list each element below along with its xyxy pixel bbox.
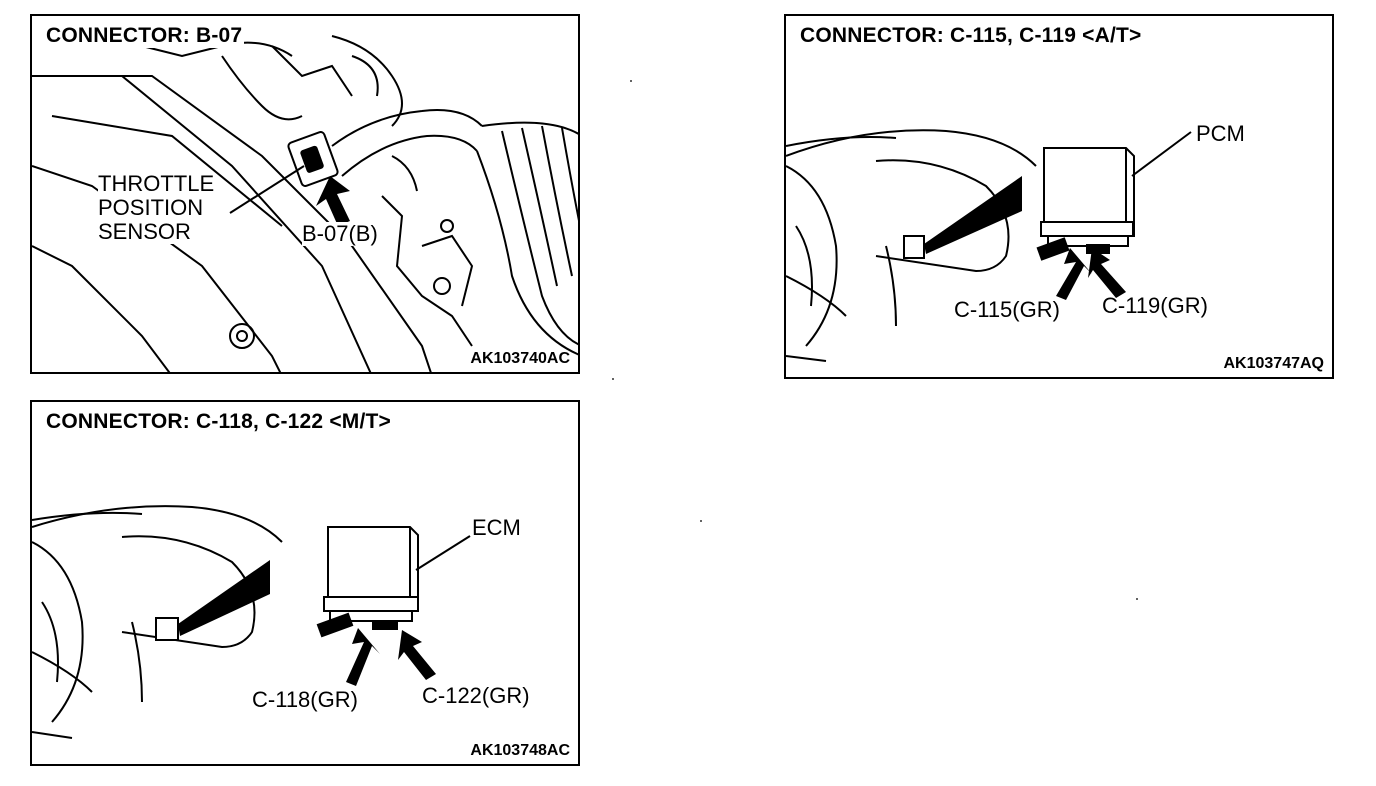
panel-title: CONNECTOR: C-115, C-119 <A/T> (798, 24, 1144, 48)
panel-title: CONNECTOR: B-07 (44, 24, 245, 48)
sensor-label-line: POSITION (98, 195, 204, 220)
panel-b07: CONNECTOR: B-07 THROTTLE POSITION SENSOR… (30, 14, 580, 374)
dashboard-pcm-illustration (786, 129, 1192, 362)
figure-code: AK103740AC (470, 350, 570, 367)
connector-label-left: C-115(GR) (954, 297, 1060, 322)
panel-title: CONNECTOR: C-118, C-122 <M/T> (44, 410, 393, 434)
scan-speck (1136, 598, 1138, 600)
figure-code: AK103747AQ (1223, 355, 1325, 372)
sensor-label: THROTTLE POSITION SENSOR (98, 171, 215, 244)
module-label: ECM (472, 515, 521, 540)
connector-label-right: C-122(GR) (422, 683, 530, 708)
scan-speck (612, 378, 614, 380)
scan-speck (700, 520, 702, 522)
connector-label-left: C-118(GR) (252, 687, 358, 712)
panel-c115-c119: CONNECTOR: C-115, C-119 <A/T> PCM C-115(… (784, 14, 1334, 379)
sensor-label-line: SENSOR (98, 219, 191, 244)
connector-label-right: C-119(GR) (1102, 293, 1208, 318)
connector-label: B-07(B) (302, 221, 378, 246)
module-label: PCM (1196, 121, 1245, 146)
figure-code: AK103748AC (470, 742, 570, 759)
scan-speck (630, 80, 632, 82)
dashboard-ecm-illustration (32, 505, 471, 739)
sensor-label-line: THROTTLE (98, 171, 215, 196)
panel-c118-c122: CONNECTOR: C-118, C-122 <M/T> ECM C-118(… (30, 400, 580, 766)
